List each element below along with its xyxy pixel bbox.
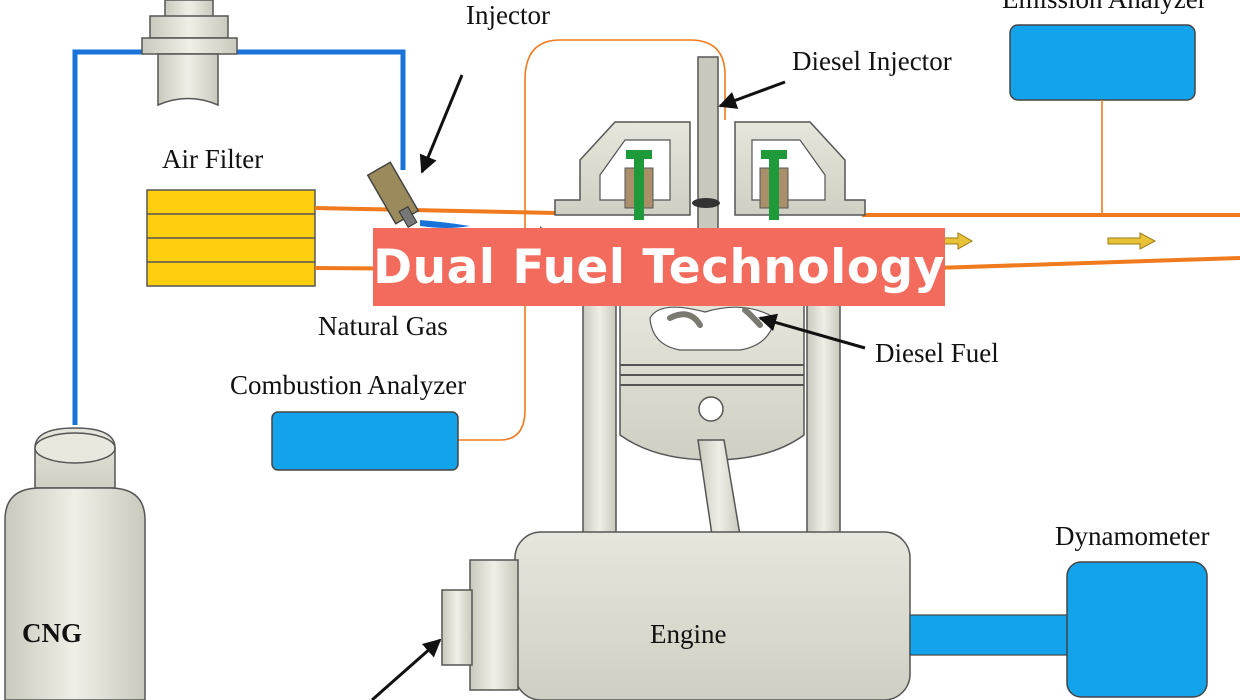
cylinder-head-right bbox=[734, 121, 866, 252]
exhaust-line-bottom bbox=[934, 256, 1240, 270]
dynamometer-box bbox=[1066, 561, 1208, 698]
combustion-analyzer-box bbox=[271, 411, 459, 471]
diesel-fuel-label: Diesel Fuel bbox=[875, 338, 999, 368]
engine-block bbox=[514, 531, 911, 700]
dynamometer-label: Dynamometer bbox=[1055, 521, 1209, 551]
cng-label: CNG bbox=[22, 618, 82, 648]
engine-front-housing bbox=[469, 559, 519, 691]
diesel-injector-label: Diesel Injector bbox=[792, 46, 952, 76]
injector-pointer bbox=[419, 74, 464, 174]
air-filter bbox=[146, 189, 316, 287]
combustion-analyzer-label: Combustion Analyzer bbox=[230, 370, 466, 400]
combustion-signal-line bbox=[458, 39, 726, 441]
exhaust-flow-arrow-2 bbox=[1107, 232, 1157, 250]
engine-sensor-pointer bbox=[371, 638, 442, 700]
natural-gas-label: Natural Gas bbox=[318, 311, 448, 341]
emission-analyzer-box bbox=[1009, 24, 1196, 101]
injector-label: Injector bbox=[466, 0, 550, 30]
dynamometer-shaft bbox=[909, 614, 1069, 656]
emission-analyzer-label: Emission Analyzer bbox=[1002, 0, 1207, 14]
diesel-injector bbox=[697, 56, 719, 243]
diesel-injector-pointer bbox=[718, 80, 786, 109]
intake-line-top bbox=[314, 206, 556, 215]
gas-injector bbox=[366, 161, 470, 228]
engine-label: Engine bbox=[650, 619, 726, 649]
banner-title: Dual Fuel Technology bbox=[373, 239, 945, 295]
cng-tank bbox=[4, 427, 146, 700]
air-filter-label: Air Filter bbox=[162, 144, 263, 174]
gas-supply-line bbox=[72, 49, 406, 425]
cylinder-head-left bbox=[554, 121, 691, 252]
engine-pulley bbox=[441, 589, 473, 666]
pressure-regulator bbox=[141, 0, 238, 107]
title-banner: Dual Fuel Technology bbox=[373, 228, 945, 306]
diesel-fuel-pointer bbox=[758, 313, 866, 350]
